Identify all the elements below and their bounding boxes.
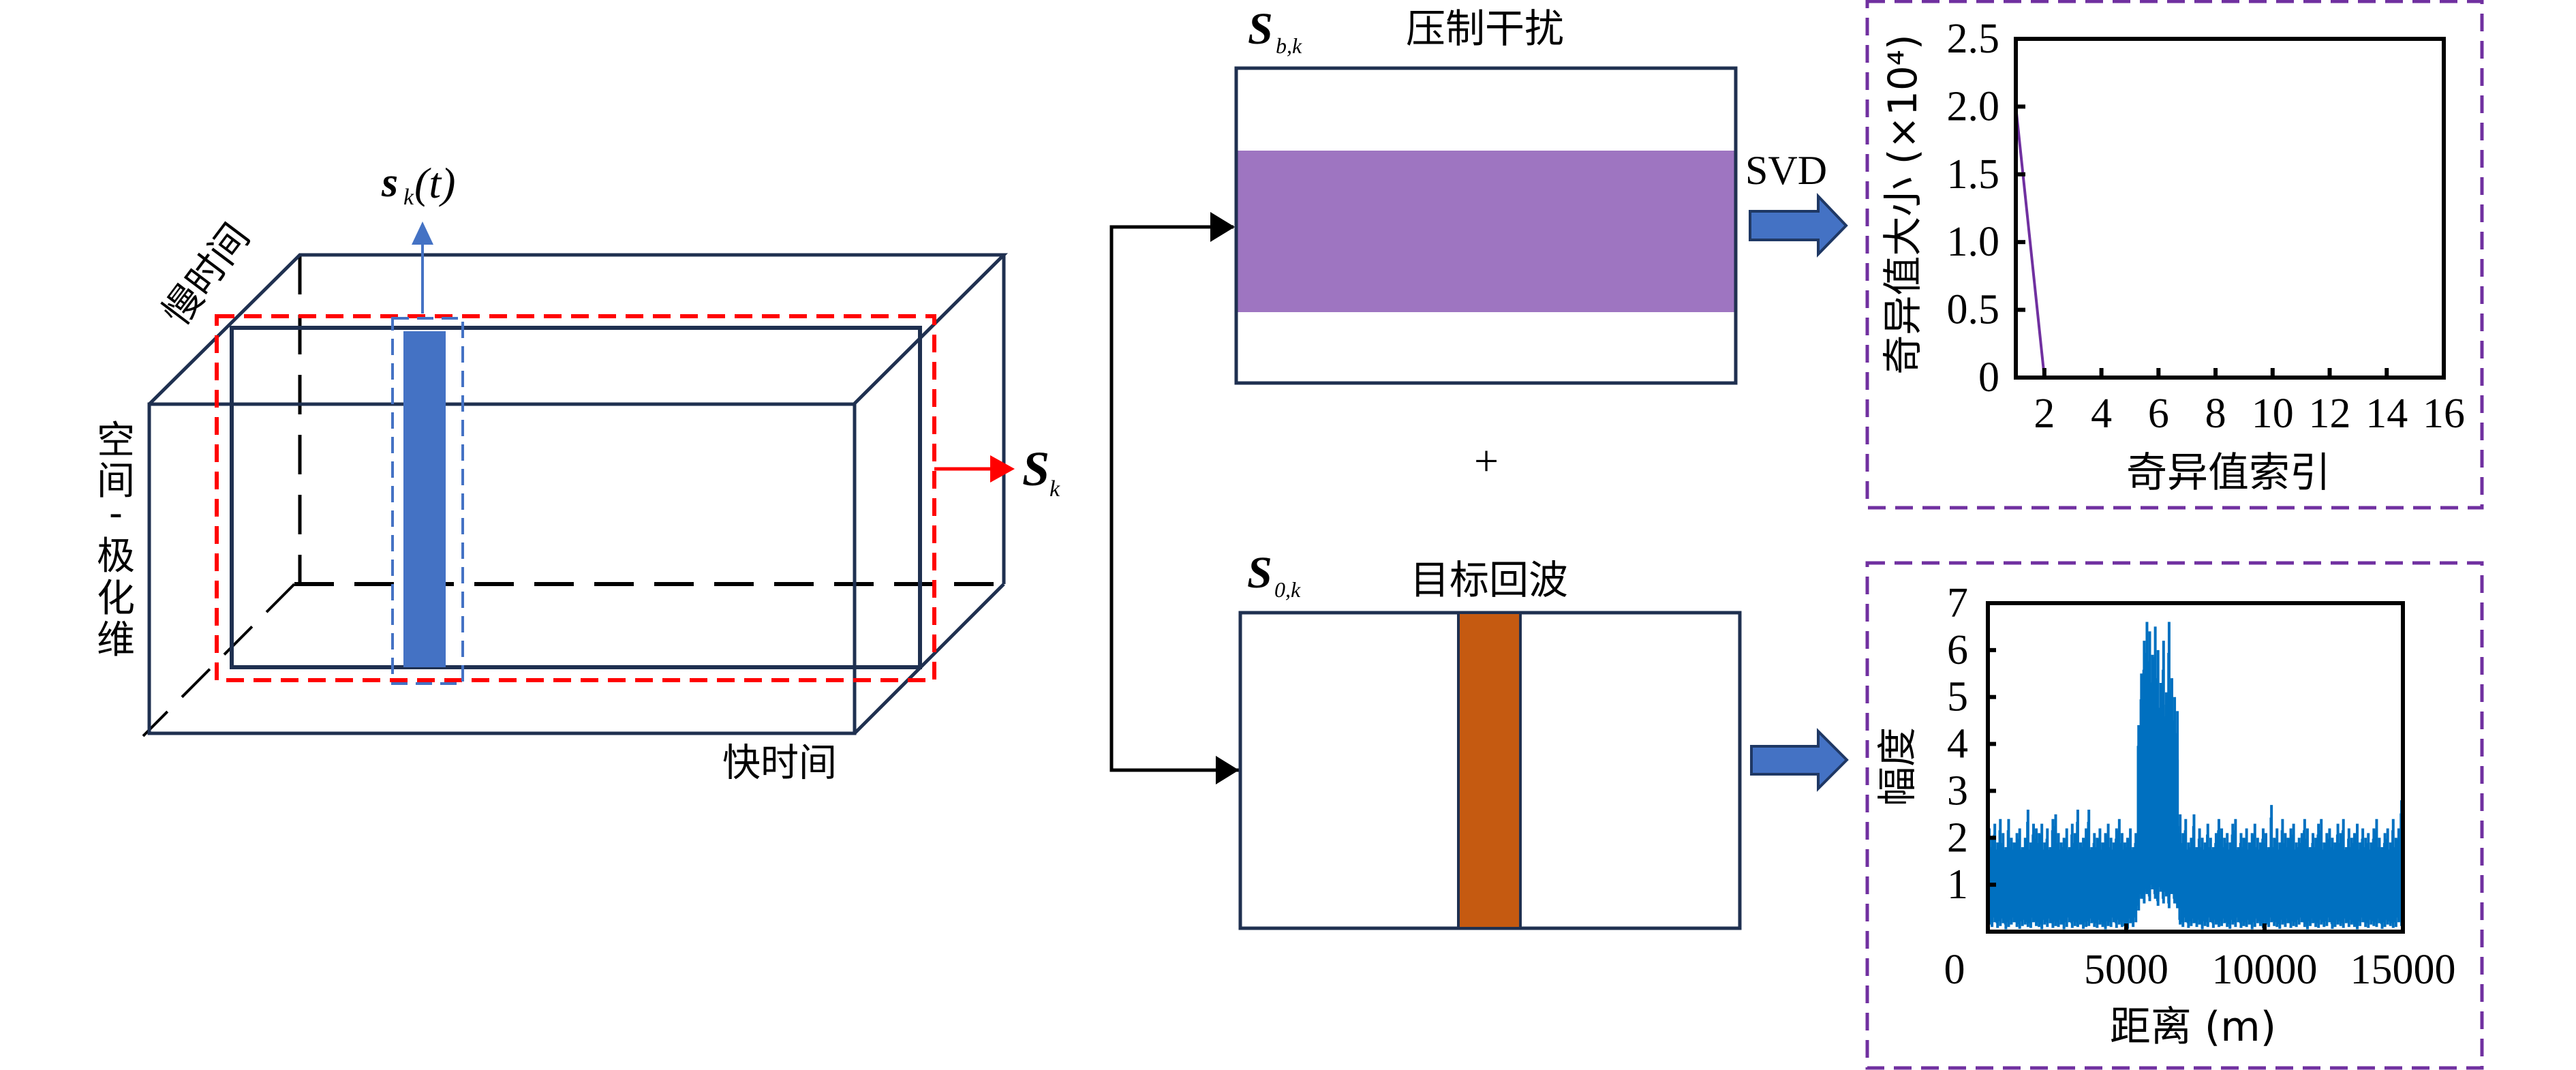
chart1-xtick-label: 8 — [2205, 391, 2226, 437]
cube-top-face — [148, 253, 1009, 406]
signal-column-bar — [403, 331, 446, 667]
chart2-ytick-label: 4 — [1947, 721, 1968, 767]
chart2-ytick-label: 7 — [1947, 580, 1968, 626]
target-symbol-S: S — [1247, 548, 1272, 598]
chart2-ytick-label: 6 — [1947, 627, 1968, 673]
chart1-xtick-label: 14 — [2365, 391, 2408, 437]
singular-value-panel-dashed-border — [1865, 0, 2484, 510]
chart1-xtick-label: 12 — [2309, 391, 2351, 437]
plus-sign: + — [1474, 437, 1499, 485]
matrix-arrow-head-icon — [990, 455, 1015, 483]
chart1-ytick-label: 1.0 — [1947, 219, 2000, 265]
split-connector-line — [1109, 225, 1239, 772]
chart2-ylabel: 幅度 — [1874, 727, 1920, 806]
target-matrix: S 0,k 目标回波 — [1238, 548, 1742, 930]
signal-label-sub: k — [403, 185, 414, 210]
interference-matrix: S b,k 压制干扰 — [1234, 4, 1738, 385]
space-polar-char: 维 — [97, 618, 135, 662]
chart1-ytick-label: 1.5 — [1947, 151, 2000, 198]
signal-label-arg: (t) — [414, 159, 455, 207]
chart1-xtick-label: 2 — [2034, 391, 2055, 437]
interference-matrix-box — [1234, 66, 1738, 385]
chart1-ytick-label: 0.5 — [1947, 287, 2000, 333]
signal-arrow-head-icon — [412, 221, 433, 245]
target-echo-bar — [1457, 611, 1522, 930]
chart1-ytick-label: 2.0 — [1947, 83, 2000, 129]
chart1-ytick-label: 0 — [1978, 354, 1999, 401]
space-polar-char: 间 — [97, 459, 135, 504]
chart2-ytick-label: 5 — [1947, 674, 1968, 720]
signal-column-dashed-box — [391, 317, 464, 685]
space-polar-char: - — [109, 491, 123, 536]
chart2-ytick-label: 1 — [1947, 861, 1968, 908]
chart2-axes-frame — [1986, 601, 2405, 934]
chart1-xtick-label: 10 — [2252, 391, 2294, 437]
chart1-xtick-label: 4 — [2091, 391, 2112, 437]
matrix-label-sub: k — [1049, 476, 1060, 502]
cube-front-face — [147, 402, 857, 735]
cube-hidden-edge-diagonal — [142, 583, 296, 737]
chart2-ytick-label: 3 — [1947, 767, 1968, 814]
range-block-arrow-icon — [1750, 728, 1849, 792]
singular-value-line — [2014, 106, 2444, 379]
svd-label: SVD — [1745, 148, 1827, 193]
interference-symbol-sub: b,k — [1276, 33, 1302, 58]
interference-symbol-S: S — [1248, 4, 1273, 54]
chart1-axes-frame — [2014, 37, 2446, 380]
axis-label-slow-time: 慢时间 — [154, 215, 258, 333]
chart1-xlabel: 奇异值索引 — [2126, 449, 2331, 497]
chart2-xtick-label: 15000 — [2350, 947, 2456, 993]
chart2-ytick-label: 2 — [1947, 814, 1968, 861]
chart1-ylabel: 奇异值大小 (×10⁴) — [1880, 34, 1926, 374]
chart2-xtick-label: 0 — [1944, 947, 1965, 993]
target-title: 目标回波 — [1410, 557, 1568, 603]
chart2-xtick-label: 10000 — [2212, 947, 2318, 993]
chart2-xlabel: 距离 (m) — [2110, 1003, 2276, 1051]
signal-label-s: s — [381, 159, 398, 206]
cube-bottom-right-diagonal — [853, 583, 1005, 735]
target-symbol-sub: 0,k — [1274, 577, 1301, 602]
space-polar-char: 化 — [97, 577, 135, 621]
data-cube: s k (t) S k 慢时间 快时间 空 间 - 极 化 维 — [97, 159, 1060, 786]
slice-selection-dashed-box — [215, 314, 936, 682]
interference-band — [1236, 151, 1736, 312]
chart1-xtick-label: 16 — [2423, 391, 2465, 437]
chart1-ytick-label: 2.5 — [1947, 16, 2000, 62]
connector-arrow-top-icon — [1210, 212, 1235, 242]
interference-title: 压制干扰 — [1406, 5, 1564, 52]
chart2-xtick-label: 5000 — [2084, 947, 2168, 993]
split-connector — [1109, 212, 1239, 784]
matrix-label-S: S — [1022, 442, 1049, 496]
range-profile-panel-dashed-border — [1865, 561, 2484, 1070]
space-polar-char: 极 — [97, 534, 135, 579]
cube-slice-rect — [230, 326, 922, 669]
axis-label-space-polar: 空 间 - 极 化 维 — [97, 418, 135, 662]
chart1-xtick-label: 6 — [2148, 391, 2169, 437]
space-polar-char: 空 — [97, 418, 135, 463]
connector-arrow-bottom-icon — [1216, 756, 1239, 784]
axis-label-fast-time: 快时间 — [722, 742, 837, 786]
svd-block-arrow-icon — [1749, 193, 1848, 258]
